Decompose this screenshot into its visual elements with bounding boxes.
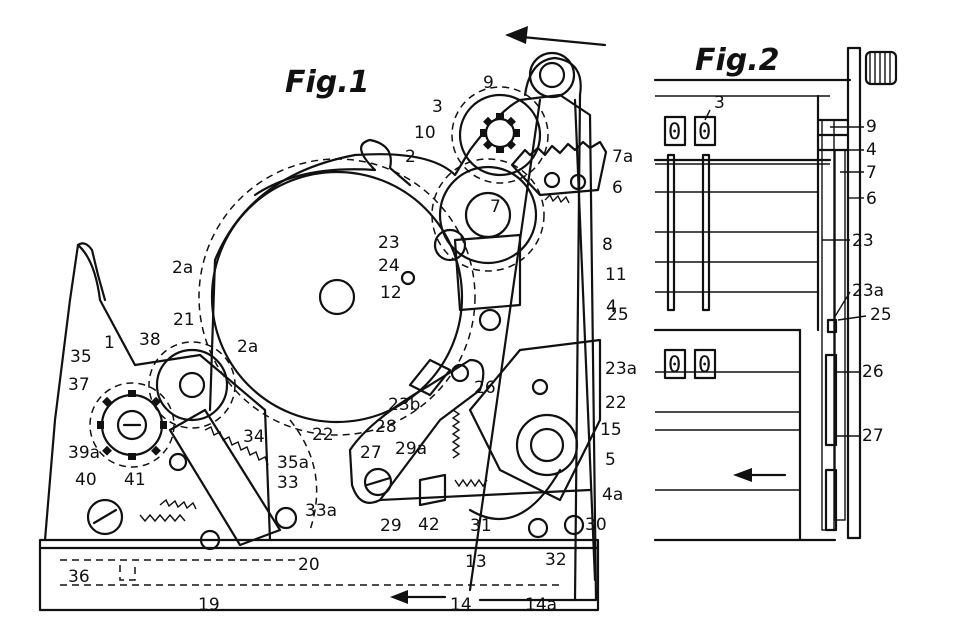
label: 41	[124, 470, 146, 490]
label: 4	[866, 140, 877, 160]
counter-digit: 0	[668, 353, 681, 378]
label: 37	[68, 375, 90, 395]
lever-2	[253, 138, 412, 197]
counter-window	[663, 115, 687, 147]
main-disc	[210, 170, 464, 424]
label: 12	[380, 283, 402, 303]
label: 23b	[388, 395, 420, 415]
label: 6	[612, 178, 623, 198]
label: 42	[418, 515, 440, 535]
slide-23a	[453, 233, 522, 312]
label: 33a	[305, 501, 337, 521]
label: 19	[198, 595, 220, 615]
counter-window	[693, 115, 717, 147]
label: 26	[862, 362, 884, 382]
rack-7a	[510, 140, 608, 197]
label: 27	[862, 426, 884, 446]
link-27	[348, 358, 485, 504]
label: 35a	[277, 453, 309, 473]
label: 9	[866, 117, 877, 137]
label: 29a	[395, 439, 427, 459]
label: 15	[600, 420, 622, 440]
label: 24	[378, 256, 400, 276]
label: 6	[866, 189, 877, 209]
label: 33	[277, 473, 299, 493]
label: 29	[380, 516, 402, 536]
label: 22	[312, 425, 334, 445]
label: 2a	[237, 337, 258, 357]
label: 7	[490, 197, 501, 217]
label: 7	[866, 163, 877, 183]
label: 13	[465, 552, 487, 572]
label: 8	[602, 235, 613, 255]
label: 27	[360, 443, 382, 463]
counter-digit: 0	[698, 120, 711, 145]
knob	[864, 50, 898, 86]
counter-digit: 0	[668, 120, 681, 145]
figure-1	[38, 51, 608, 612]
label: 3	[714, 93, 725, 113]
label: 14a	[525, 595, 557, 615]
gear-3	[458, 93, 542, 177]
label: 2	[405, 147, 416, 167]
base-plate	[38, 538, 600, 612]
counter-window	[663, 348, 687, 380]
label: 2a	[172, 258, 193, 278]
pinion-21	[155, 348, 229, 422]
label: 32	[545, 550, 567, 570]
label: 23	[378, 233, 400, 253]
pawl-24	[433, 228, 467, 262]
label: 9	[483, 73, 494, 93]
main-disc-hub	[318, 278, 356, 316]
top-pivot	[528, 51, 576, 99]
figure-1-title: Fig.1	[285, 65, 370, 100]
label: 7a	[612, 147, 633, 167]
label: 3	[432, 97, 443, 117]
label: 39a	[68, 443, 100, 463]
label: 11	[605, 265, 627, 285]
label: 23	[852, 231, 874, 251]
direction-arrow	[510, 34, 607, 47]
label: 10	[414, 123, 436, 143]
figure-2-title: Fig.2	[695, 43, 780, 78]
rod	[701, 153, 711, 312]
side-plate	[846, 46, 862, 540]
lever-22	[468, 338, 602, 502]
label: 25	[607, 305, 629, 325]
label: 31	[470, 516, 492, 536]
label: 25	[870, 305, 892, 325]
label: 38	[139, 330, 161, 350]
label: 26	[474, 378, 496, 398]
label: 30	[585, 515, 607, 535]
label: 28	[375, 417, 397, 437]
rack-35	[168, 408, 282, 547]
label: 4	[606, 297, 617, 317]
gear-7	[438, 165, 538, 265]
label: 21	[173, 310, 195, 330]
label: 5	[605, 450, 616, 470]
counter-digit: 0	[698, 353, 711, 378]
figure-1-labels: Fig.1 1 2 2a 2a 3 4 4a 5 6 7 7a 8 9 10 1…	[68, 65, 637, 615]
screw-36	[86, 498, 124, 536]
label: 1	[104, 333, 115, 353]
label: 36	[68, 567, 90, 587]
cam-5	[515, 413, 579, 477]
leader-lines	[704, 109, 867, 437]
label: 35	[70, 347, 92, 367]
label: 34	[243, 427, 265, 447]
label: 23a	[852, 281, 884, 301]
label: 4a	[602, 485, 623, 505]
label: 40	[75, 470, 97, 490]
figure-2-labels: 3 9 4 7 6 23 23a 25 26 27	[714, 93, 892, 446]
counter-window	[693, 348, 717, 380]
label: 20	[298, 555, 320, 575]
label: 23a	[605, 359, 637, 379]
left-housing	[43, 243, 272, 542]
label: 14	[450, 595, 472, 615]
label: 22	[605, 393, 627, 413]
rod	[666, 153, 676, 312]
figure-2: Fig.2 0 0 0 0	[653, 43, 898, 542]
